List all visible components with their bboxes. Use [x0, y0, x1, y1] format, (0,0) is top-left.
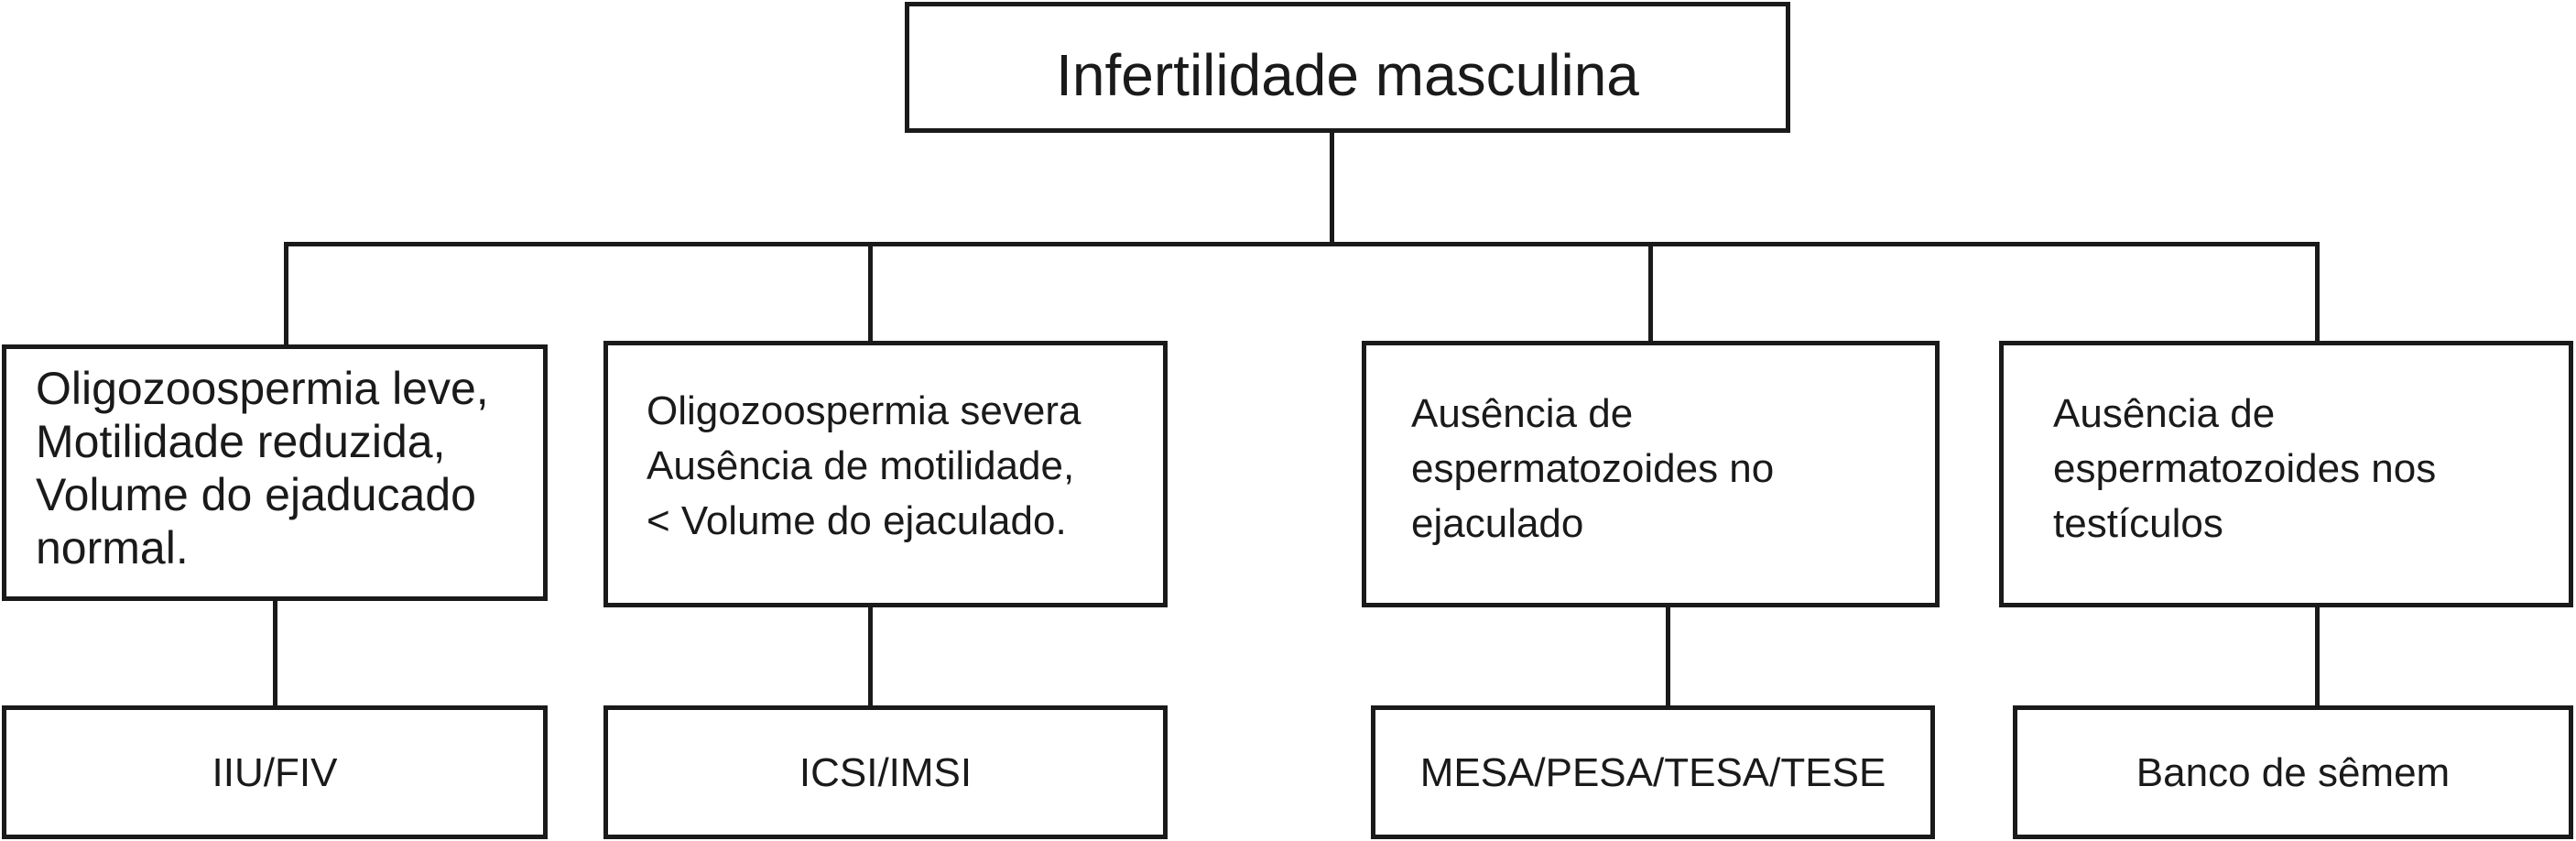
treatment-box-4: Banco de sêmem: [2013, 705, 2573, 839]
horizontal-connector-line: [284, 242, 2320, 246]
condition-1-text: Oligozoospermia leve, Motilidade reduzid…: [36, 362, 489, 574]
condition-3-line-3: ejaculado: [1411, 501, 1584, 546]
condition-3-text: Ausência de espermatozoides no ejaculado: [1411, 387, 1774, 552]
condition-4-line-3: testículos: [2053, 501, 2223, 546]
condition-3-line-1: Ausência de: [1411, 391, 1634, 436]
treatment-box-3: MESA/PESA/TESA/TESE: [1371, 705, 1935, 839]
treatment-1-label: IIU/FIV: [212, 750, 338, 795]
condition-2-line-2: Ausência de motilidade,: [647, 443, 1075, 488]
condition-4-text: Ausência de espermatozoides nos testícul…: [2053, 387, 2436, 552]
condition-box-1: Oligozoospermia leve, Motilidade reduzid…: [2, 344, 548, 601]
condition-box-2: Oligozoospermia severa Ausência de motil…: [603, 341, 1168, 607]
root-node: Infertilidade masculina: [905, 2, 1790, 133]
branch-1-drop-line: [284, 242, 288, 344]
condition-1-line-3: Volume do ejaducado: [36, 469, 476, 520]
condition-box-4: Ausência de espermatozoides nos testícul…: [1999, 341, 2573, 607]
treatment-box-2: ICSI/IMSI: [603, 705, 1168, 839]
condition-4-line-1: Ausência de: [2053, 391, 2276, 436]
root-stem-line: [1330, 131, 1334, 246]
branch-4-drop-line: [2315, 242, 2320, 341]
branch-3-drop-line: [1648, 242, 1653, 341]
treatment-2-label: ICSI/IMSI: [799, 750, 973, 795]
root-title: Infertilidade masculina: [1056, 42, 1639, 108]
condition-2-line-1: Oligozoospermia severa: [647, 388, 1081, 433]
condition-2-text: Oligozoospermia severa Ausência de motil…: [647, 384, 1081, 549]
treatment-4-label: Banco de sêmem: [2136, 750, 2451, 795]
condition-2-line-3: < Volume do ejaculado.: [647, 498, 1067, 543]
condition-1-line-4: normal.: [36, 522, 189, 573]
condition-4-line-2: espermatozoides nos: [2053, 446, 2437, 491]
branch-1-treatment-line: [273, 601, 277, 709]
condition-1-line-1: Oligozoospermia leve,: [36, 363, 489, 414]
condition-box-3: Ausência de espermatozoides no ejaculado: [1362, 341, 1940, 607]
condition-1-line-2: Motilidade reduzida,: [36, 416, 446, 467]
branch-3-treatment-line: [1666, 607, 1670, 709]
branch-4-treatment-line: [2315, 607, 2320, 709]
branch-2-treatment-line: [868, 607, 873, 709]
condition-3-line-2: espermatozoides no: [1411, 446, 1775, 491]
treatment-box-1: IIU/FIV: [2, 705, 548, 839]
treatment-3-label: MESA/PESA/TESA/TESE: [1419, 750, 1886, 795]
branch-2-drop-line: [868, 242, 873, 341]
